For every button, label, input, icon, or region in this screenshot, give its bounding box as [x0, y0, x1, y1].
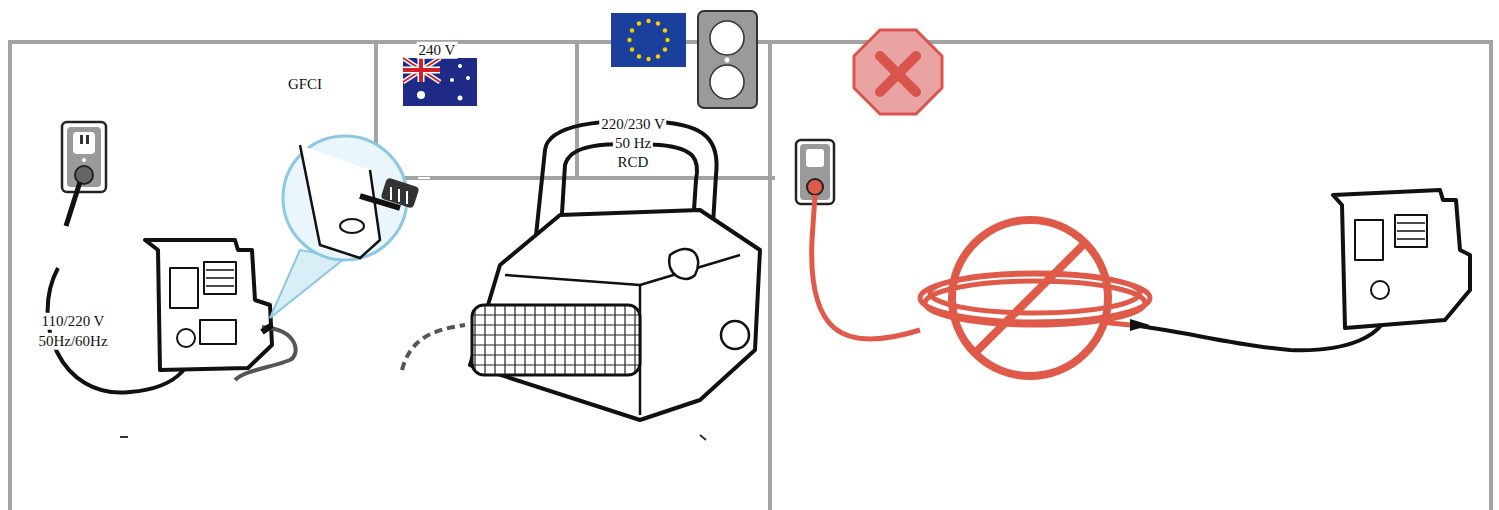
- voltage-label: 240 V: [417, 42, 458, 59]
- panel-frame: [10, 42, 1491, 510]
- australia-flag: [403, 58, 477, 106]
- eu-outlet: [698, 11, 757, 108]
- voltage-label: 220/230 V: [599, 116, 666, 133]
- standard-label: GFCI: [286, 76, 324, 93]
- voltage-label: 110/220 V: [40, 313, 107, 330]
- eu-flag: [611, 13, 686, 67]
- us-outlet: [796, 140, 834, 204]
- plug-callout: [270, 136, 430, 318]
- cord-plug: [1130, 319, 1150, 331]
- frequency-label: 50Hz/60Hz: [36, 333, 109, 350]
- cable-plug: [262, 325, 272, 332]
- stop-sign: [854, 30, 942, 114]
- power-supply: [1333, 190, 1470, 328]
- prohibition-sign: [952, 220, 1108, 376]
- frequency-label: 50 Hz: [613, 135, 653, 152]
- power-cord: [66, 182, 80, 226]
- us-outlet: [62, 122, 106, 192]
- robot-cable: [402, 325, 465, 370]
- pool-robot: [470, 121, 760, 420]
- robot-cable: [235, 327, 296, 380]
- power-supply: [145, 240, 272, 370]
- tick-mark: [120, 435, 706, 440]
- standard-label: RCD: [616, 154, 651, 171]
